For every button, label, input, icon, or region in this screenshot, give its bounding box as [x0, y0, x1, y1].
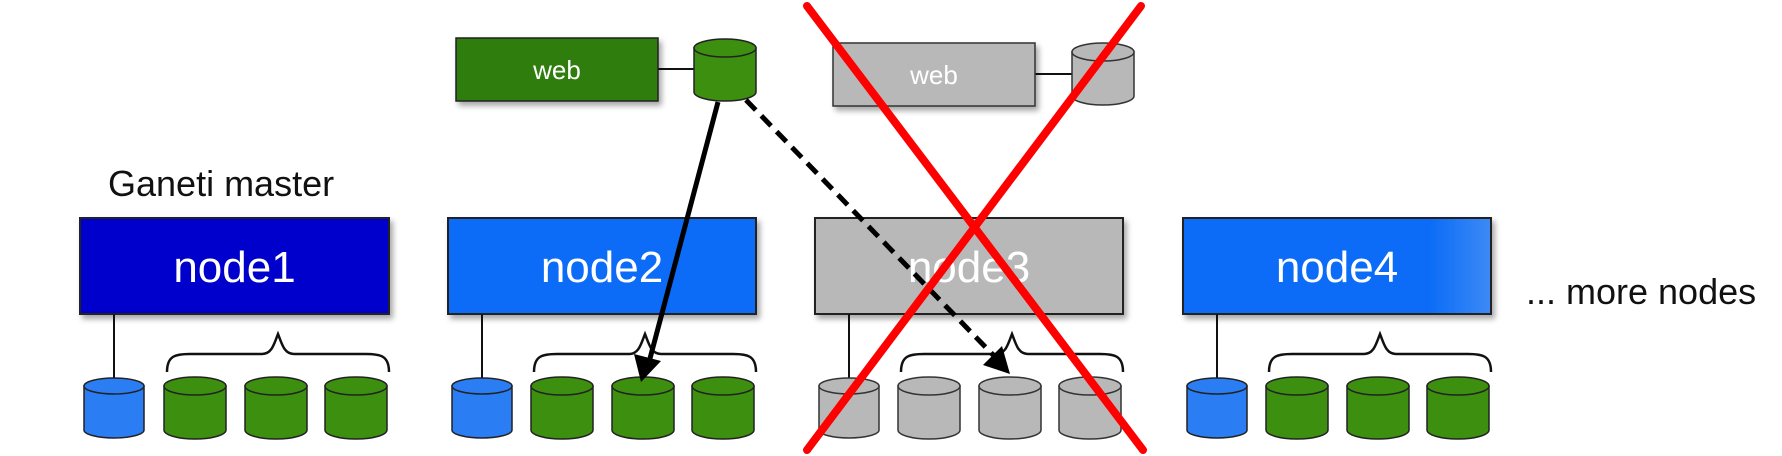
node-label: node4 — [1276, 243, 1398, 292]
disk-blue — [1186, 377, 1248, 439]
node3-disks — [818, 314, 1125, 440]
arrow-dashed-to-node3 — [744, 98, 1010, 374]
disk-gray — [897, 376, 961, 440]
disk-group-brace — [532, 330, 758, 373]
disk-green — [691, 376, 755, 440]
disk-group-brace — [165, 330, 391, 373]
node-box-2: node2 — [447, 217, 757, 315]
node4-disks — [1186, 314, 1493, 440]
node1-disks — [83, 314, 391, 440]
disk-green — [530, 376, 594, 440]
disk-blue — [451, 377, 513, 439]
master-label: Ganeti master — [108, 163, 334, 204]
vm-disk-green — [693, 38, 757, 102]
node-label: node3 — [908, 243, 1030, 292]
disk-green — [1426, 376, 1490, 440]
disk-green — [1346, 376, 1410, 440]
vm-label: web — [909, 60, 958, 90]
disk-green — [611, 376, 675, 440]
node-label: node2 — [541, 243, 663, 292]
node-box-4: node4 — [1182, 217, 1492, 315]
node-label: node1 — [173, 243, 295, 292]
vm-label: web — [532, 55, 581, 85]
disk-green — [324, 376, 388, 440]
disk-gray — [818, 377, 880, 439]
more-nodes-label: ... more nodes — [1526, 271, 1756, 312]
arrow-solid-to-node2 — [634, 101, 721, 382]
disk-green — [1265, 376, 1329, 440]
vm-web-failed: web — [832, 42, 1135, 107]
disk-green — [163, 376, 227, 440]
vm-disk-gray — [1071, 42, 1135, 106]
disk-group-brace — [899, 330, 1125, 373]
disk-gray — [978, 376, 1042, 440]
failure-cross — [803, 2, 1147, 454]
disk-green — [244, 376, 308, 440]
disk-blue — [83, 377, 145, 439]
node2-disks — [451, 314, 758, 440]
disk-group-brace — [1267, 330, 1493, 373]
vm-web-active: web — [455, 37, 757, 102]
node-box-1: node1 — [79, 217, 390, 315]
